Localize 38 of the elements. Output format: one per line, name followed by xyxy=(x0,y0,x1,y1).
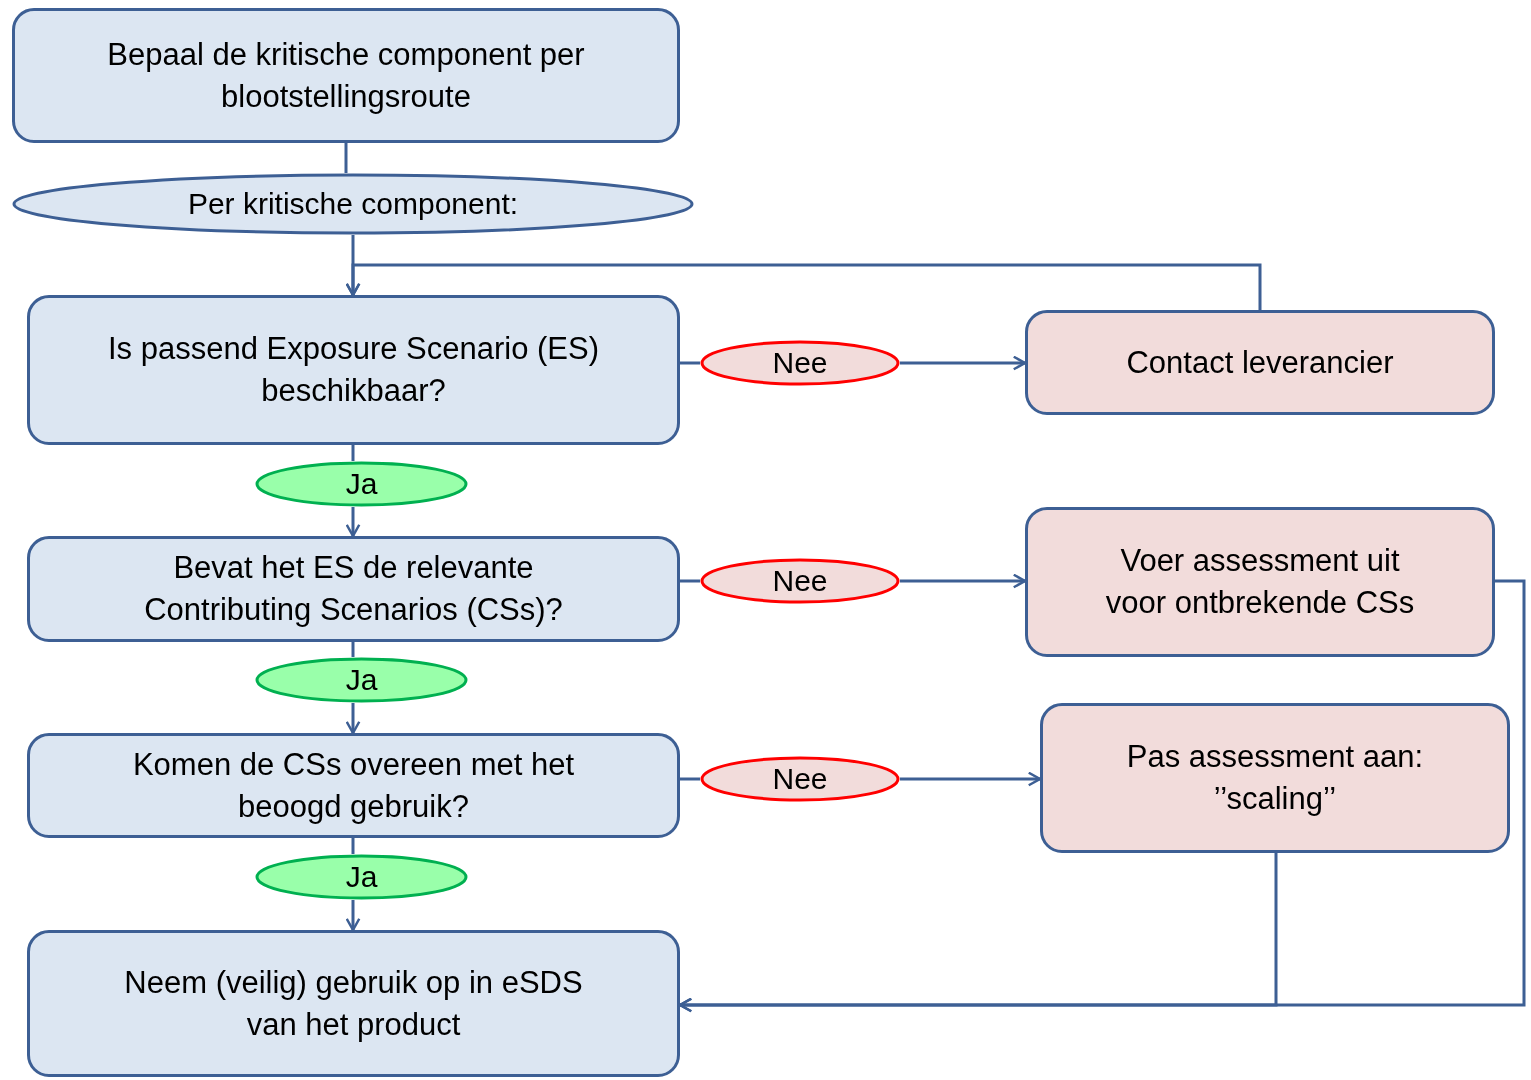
no-ellipse xyxy=(700,340,900,386)
process-box xyxy=(27,536,680,642)
action-box xyxy=(1025,310,1495,415)
node-label: Voer assessment uit voor ontbrekende CSs xyxy=(1104,542,1416,622)
connector-arrow xyxy=(345,507,361,538)
node-label: Pas assessment aan: ’’scaling’’ xyxy=(1125,738,1425,818)
process-box xyxy=(12,8,680,143)
connector-arrow xyxy=(345,900,361,932)
yes-ellipse xyxy=(255,461,468,507)
yes-ellipse xyxy=(255,854,468,900)
connector-arrow xyxy=(345,263,1262,310)
node-label: Per kritische component: xyxy=(187,189,519,219)
no-ellipse xyxy=(700,756,900,802)
connector-arrow xyxy=(900,771,1042,787)
connector-arrow xyxy=(345,703,361,735)
loop-ellipse xyxy=(12,173,694,235)
action-box xyxy=(1040,703,1510,853)
process-box xyxy=(27,930,680,1077)
node-label: Ja xyxy=(345,665,378,695)
node-label: Nee xyxy=(772,764,828,794)
yes-ellipse xyxy=(255,657,468,703)
node-label: Ja xyxy=(345,862,378,892)
connector-arrow xyxy=(900,355,1027,371)
connector-arrow xyxy=(678,853,1278,1013)
action-box xyxy=(1025,507,1495,657)
node-label: Bevat het ES de relevante Contributing Scenarios (CSs)? xyxy=(143,549,564,629)
process-box xyxy=(27,733,680,838)
node-label: Komen de CSs overeen met het beoogd gebruik? xyxy=(131,745,576,826)
node-label: Bepaal de kritische component per blootstellingsroute xyxy=(106,35,586,116)
connector-arrow xyxy=(900,573,1027,589)
node-label: Is passend Exposure Scenario (ES) beschikbaar? xyxy=(106,330,601,410)
node-label: Nee xyxy=(772,566,828,596)
node-label: Neem (veilig) gebruik op in eSDS van het product xyxy=(123,963,584,1044)
node-label: Ja xyxy=(345,469,378,499)
node-label: Nee xyxy=(772,348,828,378)
no-ellipse xyxy=(700,558,900,604)
node-label: Contact leverancier xyxy=(1126,343,1394,382)
process-box xyxy=(27,295,680,445)
